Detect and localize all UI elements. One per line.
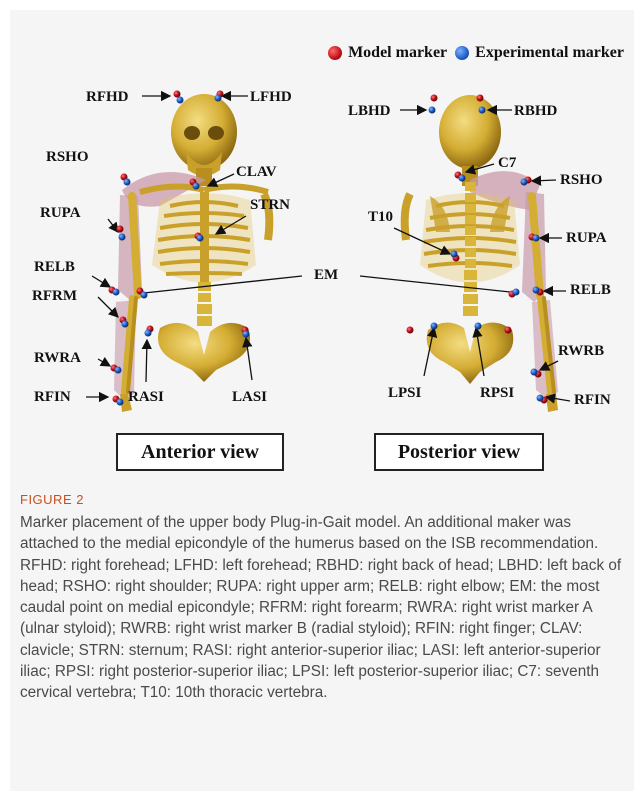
skeleton-illustration bbox=[10, 10, 634, 480]
label-rfin-anterior: RFIN bbox=[34, 390, 71, 405]
label-rfhd: RFHD bbox=[86, 90, 129, 105]
anterior-view-label: Anterior view bbox=[116, 433, 284, 471]
label-relb-posterior: RELB bbox=[570, 283, 611, 298]
label-rfin-posterior: RFIN bbox=[574, 393, 611, 408]
label-relb-anterior: RELB bbox=[34, 260, 75, 275]
label-rfrm: RFRM bbox=[32, 289, 77, 304]
figure-illustration: Model marker Experimental marker bbox=[10, 10, 634, 480]
posterior-skeleton bbox=[405, 95, 558, 412]
posterior-view-label: Posterior view bbox=[374, 433, 544, 471]
label-rwra: RWRA bbox=[34, 351, 81, 366]
label-rupa-posterior: RUPA bbox=[566, 231, 607, 246]
label-lpsi: LPSI bbox=[388, 386, 421, 401]
label-em: EM bbox=[314, 268, 338, 283]
anterior-skeleton bbox=[114, 94, 269, 412]
label-c7: C7 bbox=[498, 156, 516, 171]
label-rbhd: RBHD bbox=[514, 104, 557, 119]
label-t10: T10 bbox=[368, 210, 393, 225]
label-rasi: RASI bbox=[128, 390, 164, 405]
label-rpsi: RPSI bbox=[480, 386, 514, 401]
label-strn: STRN bbox=[250, 198, 290, 213]
label-rsho-posterior: RSHO bbox=[560, 173, 603, 188]
figure-caption-heading: FIGURE 2 bbox=[20, 492, 84, 507]
label-clav: CLAV bbox=[236, 165, 277, 180]
label-rupa-anterior: RUPA bbox=[40, 206, 81, 221]
label-lfhd: LFHD bbox=[250, 90, 292, 105]
figure-container: Model marker Experimental marker bbox=[10, 10, 634, 791]
label-lbhd: LBHD bbox=[348, 104, 391, 119]
label-rwrb: RWRB bbox=[558, 344, 604, 359]
label-rsho-anterior: RSHO bbox=[46, 150, 89, 165]
label-lasi: LASI bbox=[232, 390, 267, 405]
figure-caption-text: Marker placement of the upper body Plug-… bbox=[20, 512, 626, 704]
